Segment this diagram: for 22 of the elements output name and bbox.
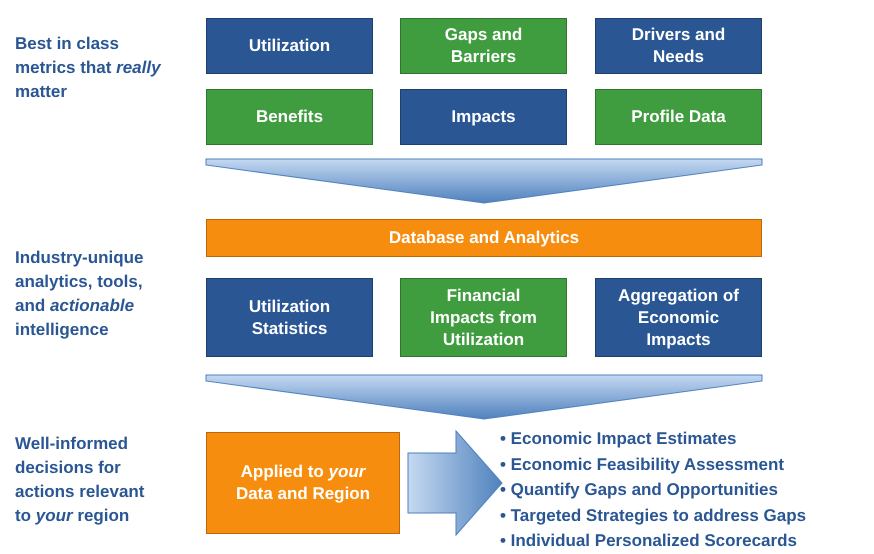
process-box: Database and Analytics: [206, 219, 762, 257]
process-box: Impacts: [400, 89, 567, 145]
list-item: • Individual Personalized Scorecards: [500, 530, 798, 552]
section-caption: Best in class metrics that really matter: [15, 33, 162, 103]
block-arrow: [408, 430, 503, 536]
section-caption: Industry-unique analytics, tools, and actionable intelligence: [15, 247, 144, 341]
process-box: Financial Impacts from Utilization: [400, 278, 567, 357]
process-box: Utilization Statistics: [206, 278, 373, 357]
process-box: Profile Data: [595, 89, 762, 145]
block-arrow: [206, 158, 762, 204]
block-arrow: [206, 374, 762, 420]
process-box: Gaps and Barriers: [400, 18, 567, 74]
list-item: • Quantify Gaps and Opportunities: [500, 479, 779, 501]
list-item: • Targeted Strategies to address Gaps: [500, 504, 808, 527]
process-box: Benefits: [206, 89, 373, 145]
process-box: Utilization: [206, 18, 373, 74]
process-box: Aggregation of Economic Impacts: [595, 278, 762, 357]
list-item: • Economic Feasibility Assessment: [500, 454, 786, 476]
process-box: Drivers and Needs: [595, 18, 762, 74]
process-box: Applied to your Data and Region: [206, 432, 400, 534]
section-caption: Well-informed decisions for actions relevant to your region: [15, 433, 146, 527]
list-item: • Economic Impact Estimates: [500, 428, 738, 450]
